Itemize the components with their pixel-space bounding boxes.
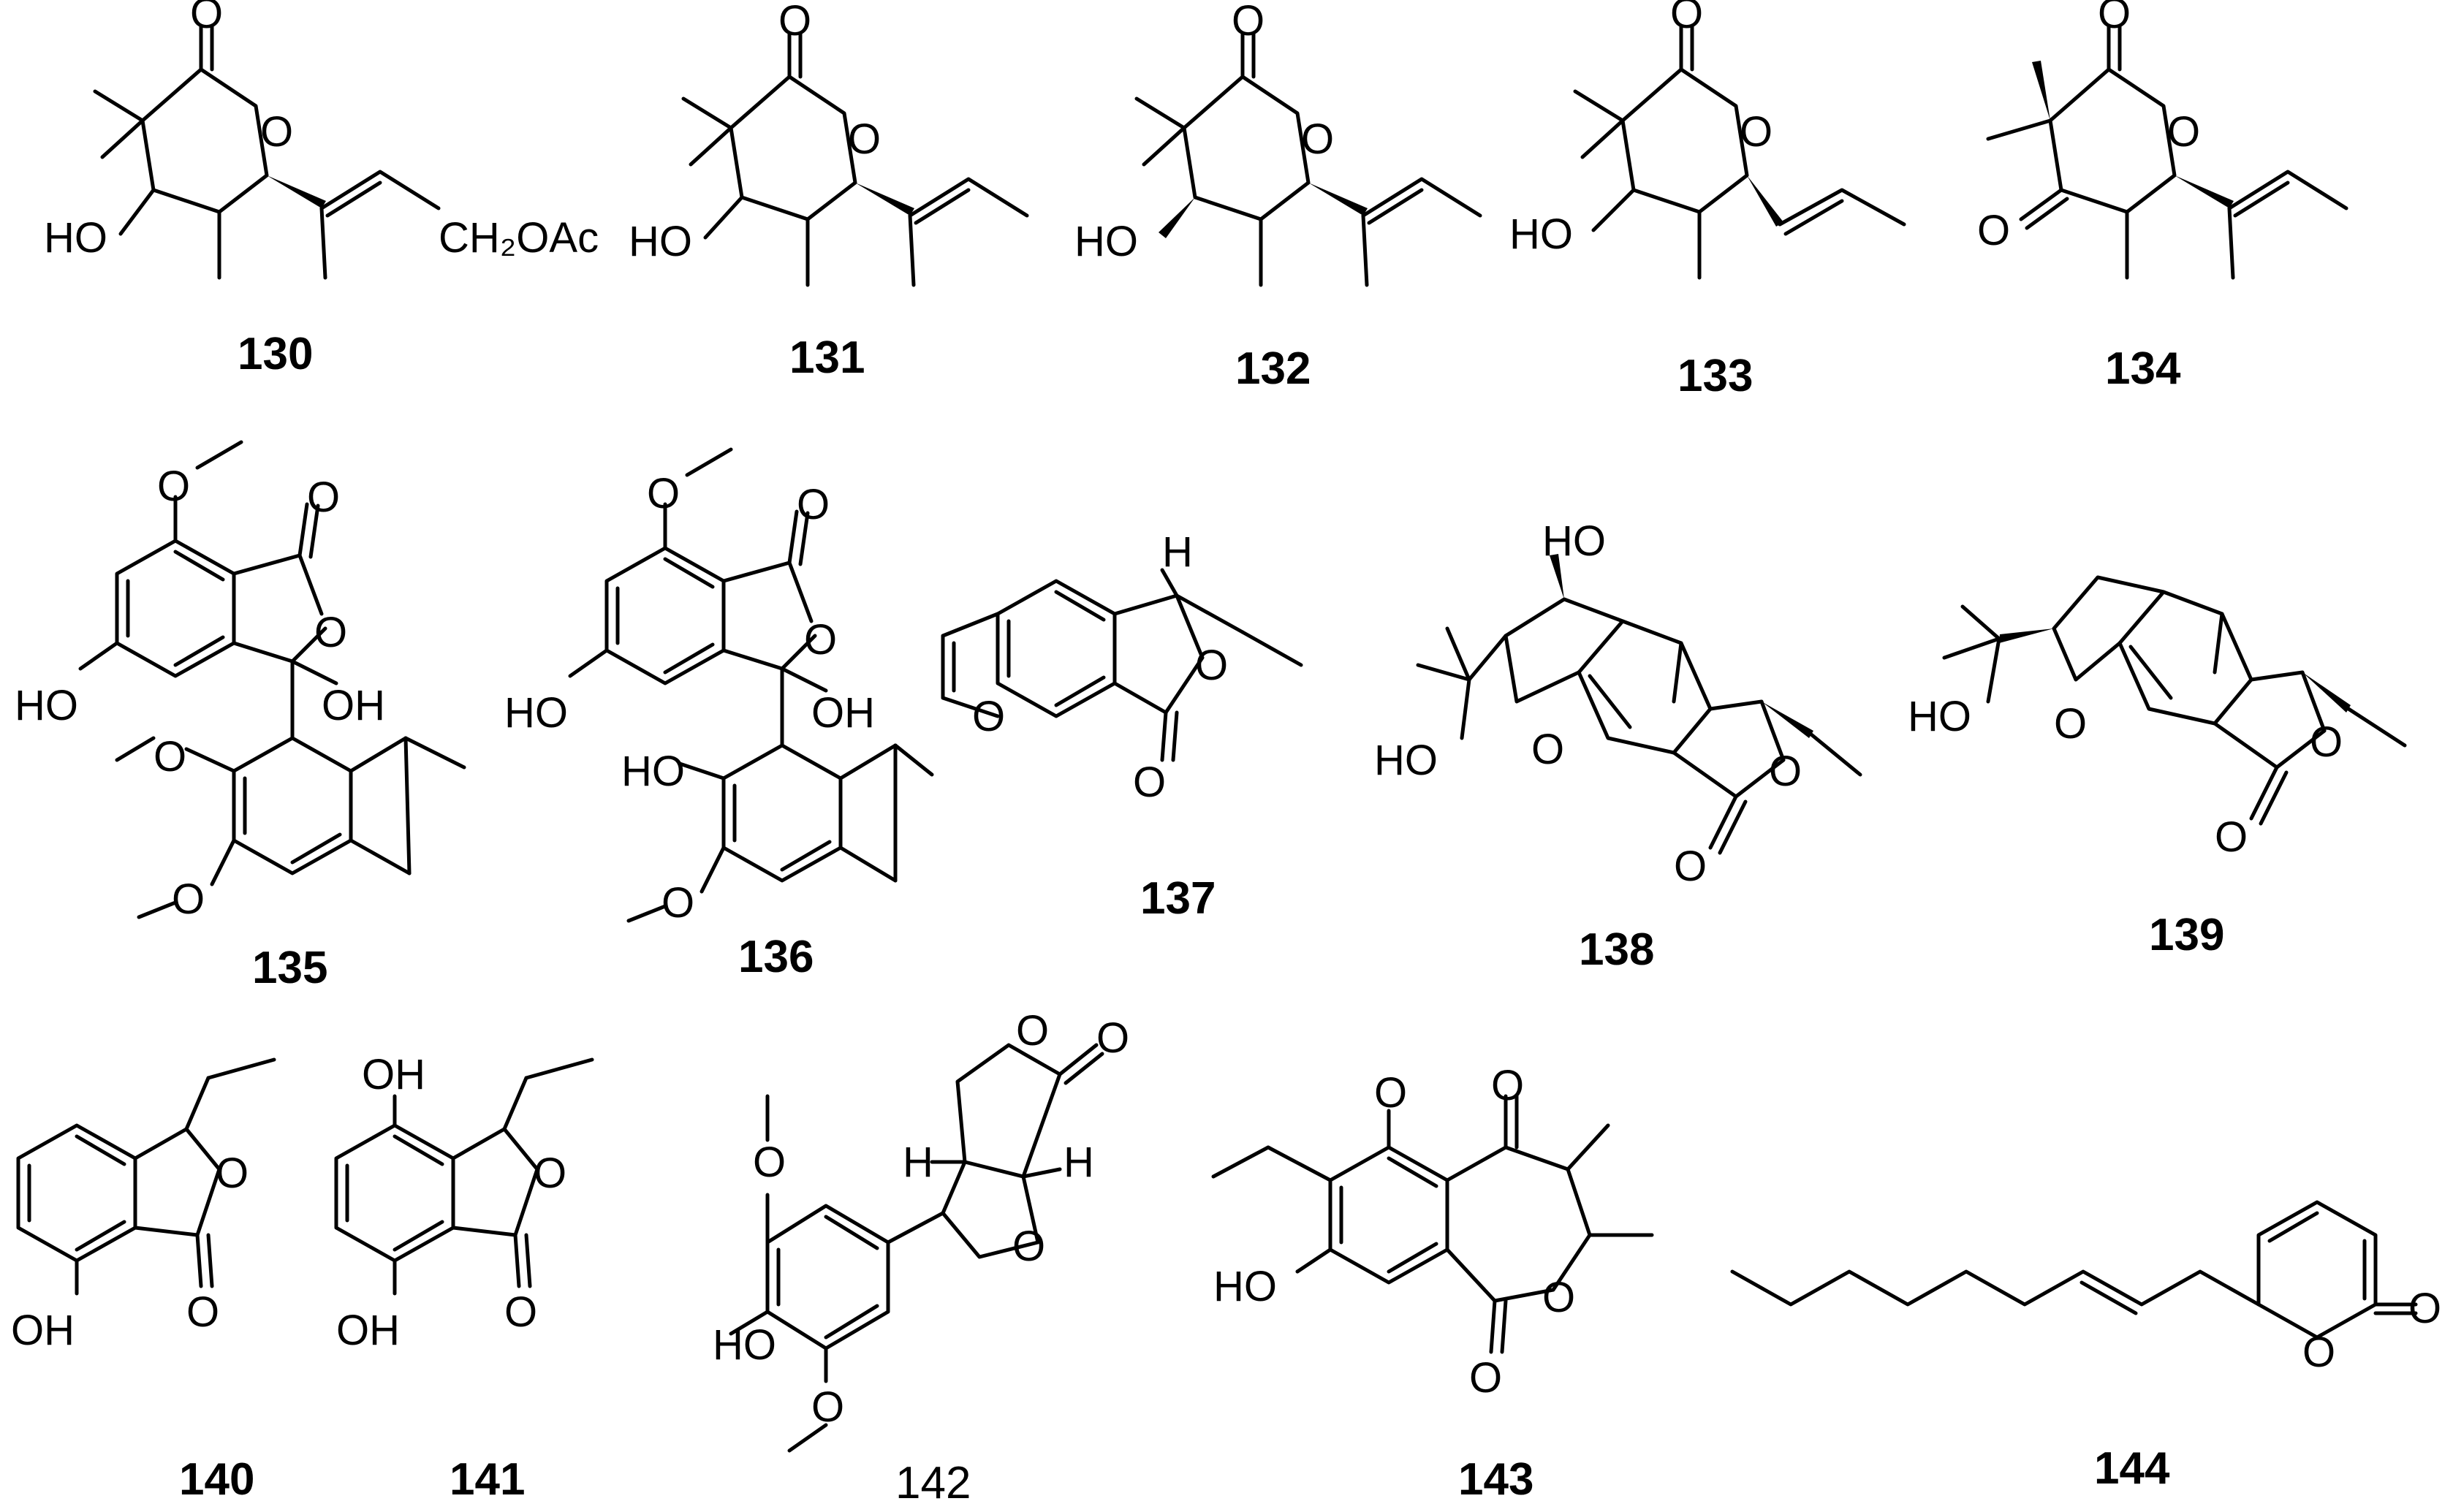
atom-o-carbonyl: O [2098, 0, 2131, 37]
compound-144: O O 144 [1730, 1200, 2441, 1494]
atom-o-ring: O [1195, 642, 1228, 689]
atom-o-methoxy: O [157, 463, 190, 510]
atom-o-carbonyl: O [797, 481, 830, 528]
atom-o-carbonyl: O [1674, 843, 1707, 890]
atom-oh: OH [322, 682, 385, 729]
atom-o-methoxy: O [172, 875, 205, 923]
atom-o-ring: O [216, 1150, 249, 1197]
compound-label-143: 143 [1458, 1454, 1533, 1505]
compound-label-135: 135 [252, 943, 327, 993]
compound-label-134: 134 [2105, 343, 2181, 394]
atom-o-carbonyl: O [778, 0, 811, 45]
atom-o-ring: O [2310, 718, 2343, 766]
atom-o-ketone: O [1977, 207, 2010, 254]
atom-o-lactone: O [1016, 1007, 1049, 1055]
atom-ho: HO [1908, 693, 1971, 740]
compound-133: O O HO 133 [1509, 0, 1906, 401]
atom-o-furan: O [1531, 726, 1564, 773]
compound-136: O O O HO OH HO O 136 [504, 447, 934, 982]
compound-141: OH O O OH 141 [334, 1051, 594, 1505]
compound-label-141: 141 [450, 1454, 525, 1505]
atom-ho: HO [1509, 210, 1573, 258]
compound-label-132: 132 [1235, 343, 1311, 394]
atom-o-furan: O [972, 693, 1005, 740]
atom-o-ring: O [1012, 1223, 1045, 1270]
atom-ho: HO [504, 689, 568, 737]
atom-o-ring: O [1542, 1274, 1575, 1321]
atom-o-methoxy: O [753, 1139, 786, 1186]
atom-o-ring: O [1301, 115, 1334, 163]
compound-142: O O H H O O HO O 142 [713, 1007, 1129, 1508]
compound-label-133: 133 [1677, 351, 1753, 401]
compound-label-138: 138 [1579, 924, 1654, 975]
compound-137: H O O O 137 [941, 528, 1303, 924]
atom-o-methoxy: O [811, 1383, 844, 1431]
atom-oh: OH [336, 1307, 400, 1354]
compound-label-130: 130 [238, 329, 313, 379]
atom-o-carbonyl: O [504, 1288, 537, 1336]
atom-o-methoxy: O [153, 733, 186, 780]
atom-o-ring: O [1740, 108, 1773, 156]
compound-140: O O OH 140 [11, 1057, 276, 1505]
atom-o-carbonyl: O [1670, 0, 1703, 37]
atom-o-carbonyl: O [307, 474, 340, 521]
atom-o-ring: O [848, 115, 881, 163]
atom-ho: HO [1374, 737, 1438, 784]
atom-ho: HO [1074, 218, 1138, 265]
atom-o-carbonyl: O [1469, 1354, 1502, 1402]
compound-label-140: 140 [179, 1454, 254, 1505]
compound-label-136: 136 [738, 932, 814, 982]
atom-oh: OH [811, 689, 875, 737]
atom-o-carbonyl: O [1096, 1014, 1129, 1062]
atom-o-carbonyl: O [186, 1288, 219, 1336]
atom-ho: HO [1542, 517, 1606, 565]
atom-o-methoxy: O [661, 879, 694, 927]
atom-o-ring: O [2167, 108, 2200, 156]
compound-label-137: 137 [1140, 873, 1216, 924]
atom-o-carbonyl: O [2215, 813, 2248, 861]
atom-h: H [1064, 1139, 1094, 1186]
atom-o-carbonyl: O [190, 0, 223, 37]
atom-ho: HO [629, 218, 692, 265]
atom-oh: OH [11, 1307, 75, 1354]
atom-o-carbonyl: O [1232, 0, 1265, 45]
atom-ch2oac: CH₂OAc [439, 214, 599, 262]
atom-ho: HO [15, 682, 78, 729]
compound-label-131: 131 [789, 333, 865, 383]
atom-h: H [1162, 528, 1193, 576]
compound-label-144: 144 [2094, 1443, 2170, 1494]
atom-oh: OH [362, 1051, 425, 1098]
atom-o-ketone: O [1491, 1062, 1524, 1109]
compound-131: O O HO 131 [629, 0, 1029, 383]
atom-o-ring: O [314, 609, 347, 656]
atom-h: H [903, 1139, 933, 1186]
compound-138: HO HO O O O 138 [1374, 517, 1862, 975]
compound-130: O O HO CH₂OAc 130 [44, 0, 599, 379]
atom-ho: HO [44, 214, 107, 262]
atom-o-ring: O [260, 108, 293, 156]
atom-ho: HO [713, 1321, 776, 1369]
compound-135: O O O HO OH O O 135 [15, 440, 466, 993]
atom-o-methoxy: O [647, 470, 680, 517]
atom-o-carbonyl: O [1133, 759, 1166, 806]
atom-o-carbonyl: O [2408, 1285, 2441, 1332]
compound-139: HO O O O 139 [1908, 575, 2407, 960]
compound-132: O O HO 132 [1074, 0, 1482, 394]
atom-o-ring: O [1769, 748, 1802, 795]
atom-o-ring: O [2302, 1329, 2335, 1376]
compound-label-142: 142 [895, 1458, 971, 1508]
atom-o-ring: O [534, 1150, 566, 1197]
atom-ho: HO [1213, 1263, 1277, 1310]
compound-134: O O O 134 [1977, 0, 2348, 394]
compound-143: O O O O HO 143 [1211, 1062, 1654, 1505]
atom-o-methoxy: O [1374, 1069, 1407, 1117]
atom-o-ring: O [804, 616, 837, 664]
compound-label-139: 139 [2149, 910, 2224, 960]
atom-ho-phenol: HO [621, 748, 685, 795]
atom-o-furan: O [2054, 700, 2087, 748]
